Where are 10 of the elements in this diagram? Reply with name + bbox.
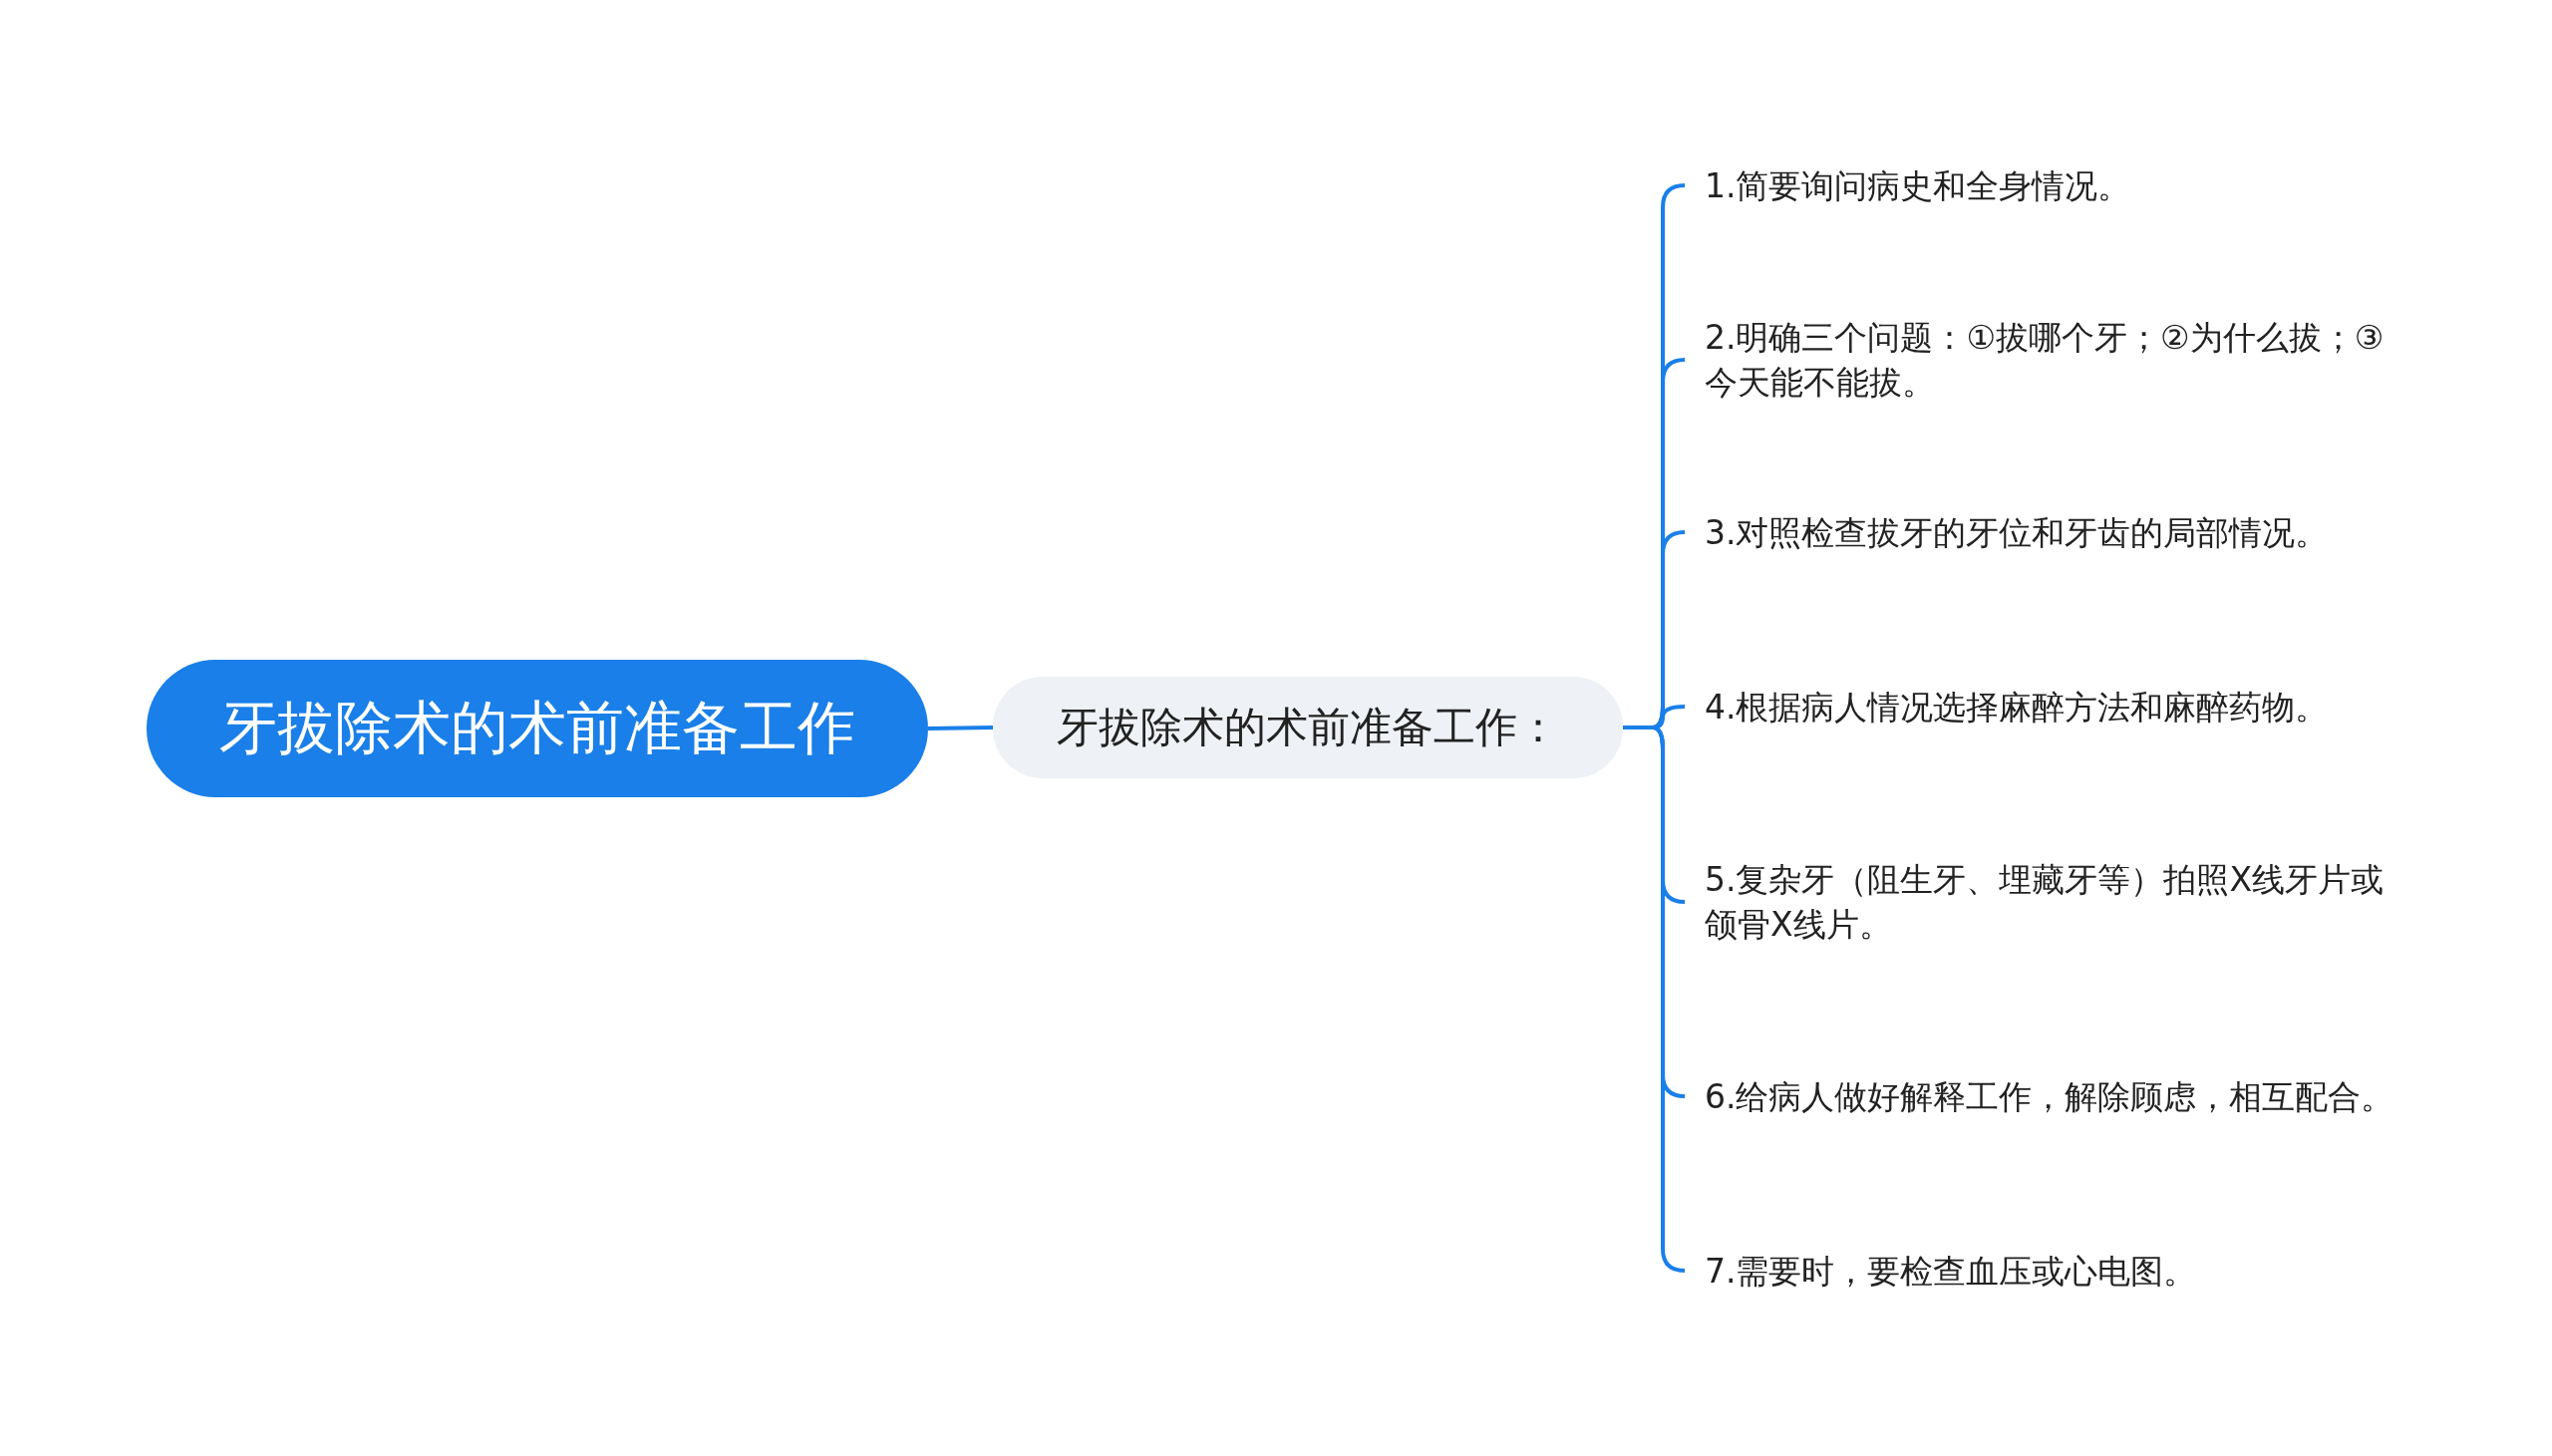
branch-text: 4.根据病人情况选择麻醉方法和麻醉药物。 [1685, 678, 2422, 735]
branch-text: 6.给病人做好解释工作，解除顾虑，相互配合。 [1685, 1067, 2422, 1125]
branch-text: 7.需要时，要检查血压或心电图。 [1685, 1242, 2422, 1300]
branch-text: 1.简要询问病史和全身情况。 [1685, 156, 2422, 214]
root-topic: 牙拔除术的术前准备工作 [147, 660, 928, 797]
branch-text: 3.对照检查拔牙的牙位和牙齿的局部情况。 [1685, 503, 2422, 561]
branch-text: 5.复杂牙（阻生牙、埋藏牙等）拍照X线牙片或颌骨X线片。 [1685, 851, 2422, 953]
connector-line [927, 726, 994, 730]
branch-text: 2.明确三个问题：①拔哪个牙；②为什么拔；③今天能不能拔。 [1685, 309, 2422, 411]
subtopic-box: 牙拔除术的术前准备工作： [993, 677, 1623, 778]
